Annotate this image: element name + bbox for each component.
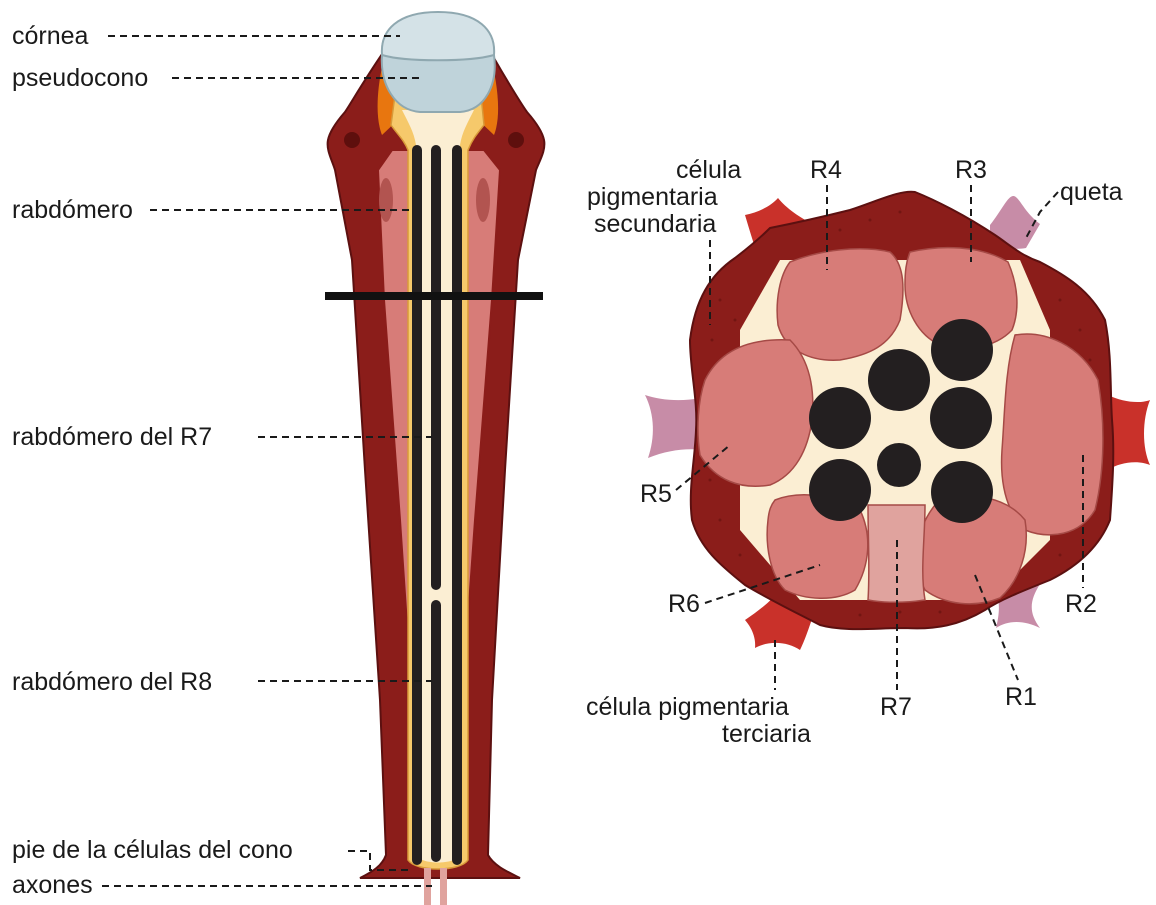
rhabdomere-R1	[931, 319, 993, 381]
pigment-granule	[379, 178, 393, 222]
label-R2: R2	[1065, 590, 1097, 618]
pigment-cell-nucleus	[344, 132, 360, 148]
label-R6: R6	[668, 590, 700, 618]
label-celula-terciaria-1: célula pigmentaria	[586, 693, 789, 721]
label-pseudocono: pseudocono	[12, 64, 148, 92]
pigment-granule	[476, 178, 490, 222]
rhabdomere-outer-right	[452, 145, 462, 865]
pigment-cell-nucleus	[508, 132, 524, 148]
label-queta: queta	[1060, 178, 1123, 206]
leader-queta	[1026, 192, 1058, 238]
label-rabdomero: rabdómero	[12, 196, 133, 224]
label-R7: R7	[880, 693, 912, 721]
rhabdomere-R4	[809, 387, 871, 449]
label-R4: R4	[810, 156, 842, 184]
label-celula-secundaria-1: célula	[676, 156, 741, 184]
rhabdomere-r7	[431, 145, 441, 590]
longitudinal-section	[325, 12, 544, 905]
label-axones: axones	[12, 871, 93, 899]
photoreceptor-R2	[1002, 334, 1103, 535]
label-R3: R3	[955, 156, 987, 184]
rhabdomere-r8	[431, 600, 441, 862]
label-celula-terciaria-2: terciaria	[722, 720, 811, 748]
rhabdomere-R5	[809, 459, 871, 521]
photoreceptor-R4	[777, 249, 903, 360]
label-rabdomero-r8: rabdómero del R8	[12, 668, 212, 696]
axon	[440, 868, 447, 905]
section-plane-bar	[325, 292, 543, 300]
label-pie-celulas-cono: pie de la células del cono	[12, 836, 293, 864]
rhabdomere-R7	[877, 443, 921, 487]
tertiary-pigment-cell	[1108, 395, 1150, 470]
label-R1: R1	[1005, 683, 1037, 711]
rhabdomere-R2	[930, 387, 992, 449]
label-rabdomero-r7: rabdómero del R7	[12, 423, 212, 451]
pseudocone	[382, 55, 495, 112]
label-celula-secundaria-2: pigmentaria	[587, 183, 718, 211]
label-celula-secundaria-3: secundaria	[594, 210, 716, 238]
rhabdomere-R3	[868, 349, 930, 411]
rhabdomere-outer-left	[412, 145, 422, 865]
rhabdomere-R6	[931, 461, 993, 523]
label-R5: R5	[640, 480, 672, 508]
label-cornea: córnea	[12, 22, 89, 50]
